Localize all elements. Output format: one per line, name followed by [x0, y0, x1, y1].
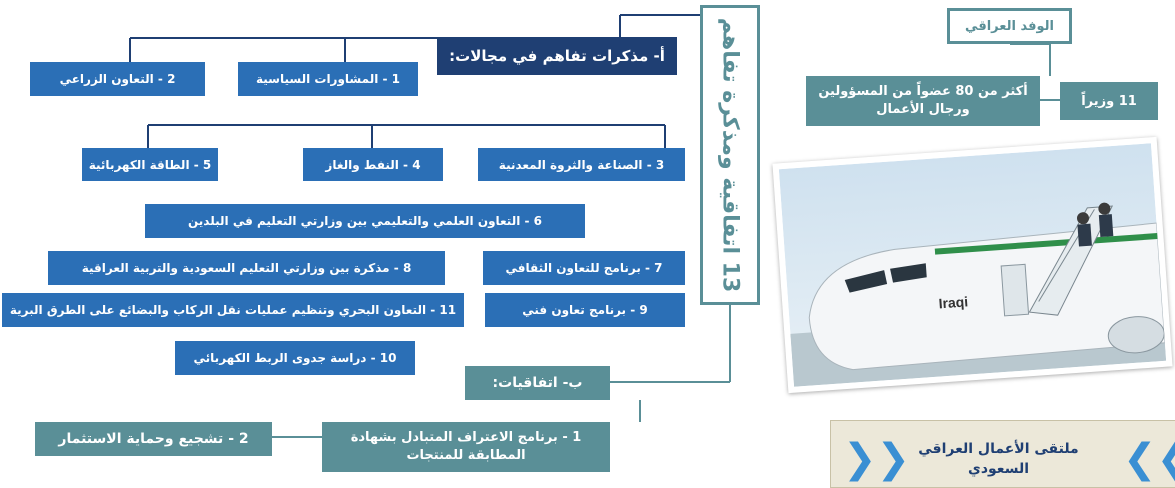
vertical-title-text: 13 اتفاقية ومذكرة تفاهم: [717, 17, 743, 293]
mou-item-8-text: 8 - مذكرة بين وزارتي التعليم السعودية وا…: [81, 261, 412, 275]
mou-item-8: 8 - مذكرة بين وزارتي التعليم السعودية وا…: [48, 251, 445, 285]
forum-banner: ❯❯ ❮❮ ملتقى الأعمال العراقي السعودي: [830, 420, 1175, 488]
agreements-count-title: 13 اتفاقية ومذكرة تفاهم: [700, 5, 760, 305]
plane-image: Iraqi: [778, 143, 1167, 387]
mou-item-5: 5 - الطاقة الكهربائية: [82, 148, 218, 181]
forum-title: ملتقى الأعمال العراقي السعودي: [918, 441, 1079, 478]
mou-item-9: 9 - برنامج تعاون فني: [485, 293, 685, 327]
mou-item-4-text: 4 - النفط والغاز: [325, 157, 421, 172]
delegation-title: الوفد العراقي: [947, 8, 1072, 44]
mou-item-7: 7 - برنامج للتعاون الثقافي: [483, 251, 685, 285]
mou-item-10: 10 - دراسة جدوى الربط الكهربائي: [175, 341, 415, 375]
mou-header-text: أ- مذكرات تفاهم في مجالات:: [449, 47, 665, 65]
mou-item-4: 4 - النفط والغاز: [303, 148, 443, 181]
agreement-2: 2 - تشجيع وحماية الاستثمار: [35, 422, 272, 456]
mou-item-3: 3 - الصناعة والثروة المعدنية: [478, 148, 685, 181]
delegation-photo: Iraqi: [772, 136, 1173, 394]
mou-header: أ- مذكرات تفاهم في مجالات:: [437, 37, 677, 75]
members-count-text: أكثر من 80 عضواً من المسؤولين ورجال الأع…: [818, 84, 1028, 117]
mou-item-11: 11 - التعاون البحري وتنظيم عمليات نقل ال…: [2, 293, 464, 327]
ministers-count: 11 وزيراً: [1060, 82, 1158, 120]
members-count: أكثر من 80 عضواً من المسؤولين ورجال الأع…: [806, 76, 1040, 126]
agreements-header-text: ب- اتفاقيات:: [492, 375, 583, 391]
mou-item-3-text: 3 - الصناعة والثروة المعدنية: [498, 157, 665, 172]
agreement-2-text: 2 - تشجيع وحماية الاستثمار: [58, 431, 249, 447]
plane-label: Iraqi: [938, 293, 969, 311]
mou-item-2: 2 - التعاون الزراعي: [30, 62, 205, 96]
chevron-right-icon: ❮❮: [1123, 436, 1175, 482]
agreement-1: 1 - برنامج الاعتراف المتبادل بشهادة المط…: [322, 422, 610, 472]
chevron-left-icon: ❯❯: [843, 436, 911, 482]
mou-item-7-text: 7 - برنامج للتعاون الثقافي: [505, 261, 663, 275]
mou-item-1: 1 - المشاورات السياسية: [238, 62, 418, 96]
mou-item-6-text: 6 - التعاون العلمي والتعليمي بين وزارتي …: [187, 214, 543, 228]
mou-item-9-text: 9 - برنامج تعاون فني: [522, 303, 648, 317]
mou-item-5-text: 5 - الطاقة الكهربائية: [88, 157, 212, 172]
mou-item-6: 6 - التعاون العلمي والتعليمي بين وزارتي …: [145, 204, 585, 238]
agreements-header: ب- اتفاقيات:: [465, 366, 610, 400]
mou-item-2-text: 2 - التعاون الزراعي: [59, 72, 176, 86]
ministers-count-text: 11 وزيراً: [1081, 93, 1137, 109]
mou-item-11-text: 11 - التعاون البحري وتنظيم عمليات نقل ال…: [9, 303, 457, 317]
mou-item-10-text: 10 - دراسة جدوى الربط الكهربائي: [193, 351, 397, 365]
mou-item-1-text: 1 - المشاورات السياسية: [256, 72, 401, 86]
agreement-1-text: 1 - برنامج الاعتراف المتبادل بشهادة المط…: [350, 430, 582, 463]
delegation-title-text: الوفد العراقي: [965, 18, 1054, 34]
